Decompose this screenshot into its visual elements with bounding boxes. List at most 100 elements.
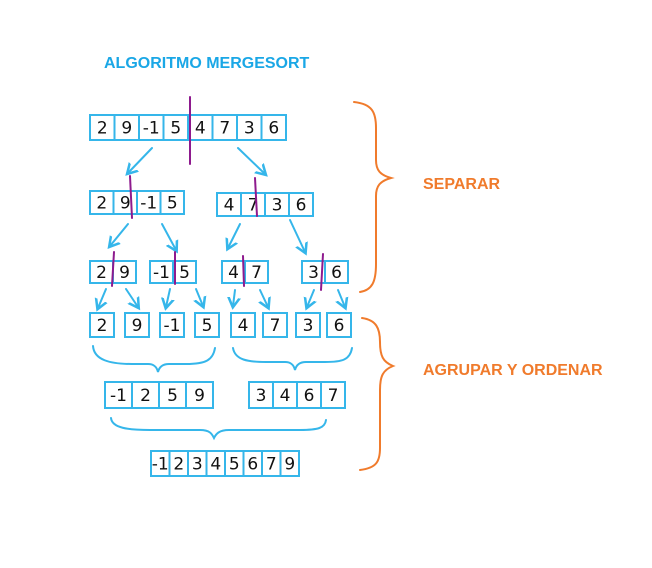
split-arrow	[196, 288, 203, 306]
cell-value: 3	[303, 316, 314, 336]
cell-value: 5	[179, 263, 190, 283]
split-arrow	[166, 288, 170, 307]
cell-value: 6	[268, 119, 279, 139]
cell-value: 7	[219, 119, 230, 139]
cell-box	[159, 312, 185, 338]
cell-value: 3	[308, 263, 319, 283]
cell-value: 5	[167, 194, 178, 214]
cell-value: 4	[238, 316, 249, 336]
row-single: 9	[124, 312, 150, 338]
cell-value: 6	[304, 386, 315, 406]
cell-value: 9	[121, 119, 132, 139]
row-single: 7	[262, 312, 288, 338]
cell-value: 3	[272, 196, 283, 216]
cell-value: 4	[228, 263, 239, 283]
cell-box	[185, 381, 214, 409]
cell-value: 7	[270, 316, 281, 336]
cell-value: 2	[97, 119, 108, 139]
cell-value: 6	[247, 455, 258, 475]
cell-value: 3	[192, 455, 203, 475]
split-arrow	[98, 288, 106, 308]
cell-box	[162, 114, 189, 141]
cell-value: 4	[210, 455, 221, 475]
split-arrow	[128, 147, 153, 173]
split-arrow	[110, 223, 129, 246]
cell-box	[326, 312, 352, 338]
arrows	[98, 147, 345, 308]
row-single: 3	[295, 312, 321, 338]
cell-value: 4	[195, 119, 206, 139]
cell-value: 7	[328, 386, 339, 406]
split-arrow	[307, 289, 314, 307]
cell-value: 4	[224, 196, 235, 216]
merge-brace-left	[92, 345, 216, 373]
cell-value: 2	[97, 316, 108, 336]
cell-box	[194, 312, 220, 338]
split-arrow	[233, 289, 235, 306]
split-arrow	[260, 289, 268, 307]
cell-box	[113, 114, 140, 141]
cell-box	[230, 312, 256, 338]
cell-value: 7	[248, 196, 259, 216]
merge-label: AGRUPAR Y ORDENAR	[423, 362, 603, 379]
cell-value: 2	[96, 263, 107, 283]
merge-brace	[359, 317, 396, 471]
cell-box	[288, 192, 314, 217]
diagram-title: ALGORITMO MERGESORT	[104, 55, 310, 72]
row-single: 2	[89, 312, 115, 338]
merge-brace-right	[232, 347, 353, 371]
cell-value: 9	[132, 316, 143, 336]
merge-brace-final	[110, 417, 327, 441]
cell-box	[260, 114, 287, 141]
split-marker	[129, 175, 133, 219]
cell-box	[131, 381, 160, 409]
cell-box	[244, 260, 269, 284]
cell-box	[138, 114, 165, 141]
cell-value: 4	[280, 386, 291, 406]
cell-value: 2	[140, 386, 151, 406]
row-single: -1	[159, 312, 185, 338]
cell-value: 9	[194, 386, 205, 406]
row-single: 4	[230, 312, 256, 338]
cell-value: 5	[167, 386, 178, 406]
split-marker	[320, 253, 324, 291]
split-marker	[254, 177, 258, 217]
cell-box	[279, 450, 300, 477]
cell-box	[172, 260, 197, 284]
cell-value: 6	[296, 196, 307, 216]
cell-value: -1	[153, 263, 170, 283]
cell-value: 7	[251, 263, 262, 283]
cell-value: -1	[164, 316, 181, 336]
cell-box	[324, 260, 349, 284]
cell-value: 3	[256, 386, 267, 406]
cell-value: 5	[229, 455, 240, 475]
split-marker	[111, 251, 115, 287]
row-single: 6	[326, 312, 352, 338]
cell-value: -1	[143, 119, 160, 139]
separate-brace	[353, 101, 395, 293]
cell-value: 9	[120, 194, 131, 214]
cell-value: 7	[266, 455, 277, 475]
cell-value: -1	[110, 386, 127, 406]
cell-value: 3	[244, 119, 255, 139]
cell-value: 6	[334, 316, 345, 336]
split-arrow	[338, 289, 345, 307]
cell-value: 6	[331, 263, 342, 283]
cell-value: 5	[170, 119, 181, 139]
row-quarter: -1 5	[149, 260, 197, 284]
cell-value: 9	[119, 263, 130, 283]
separate-label: SEPARAR	[423, 176, 500, 193]
cell-box	[262, 312, 288, 338]
split-markers	[111, 96, 324, 291]
cell-box	[89, 312, 115, 338]
split-marker	[242, 255, 245, 287]
